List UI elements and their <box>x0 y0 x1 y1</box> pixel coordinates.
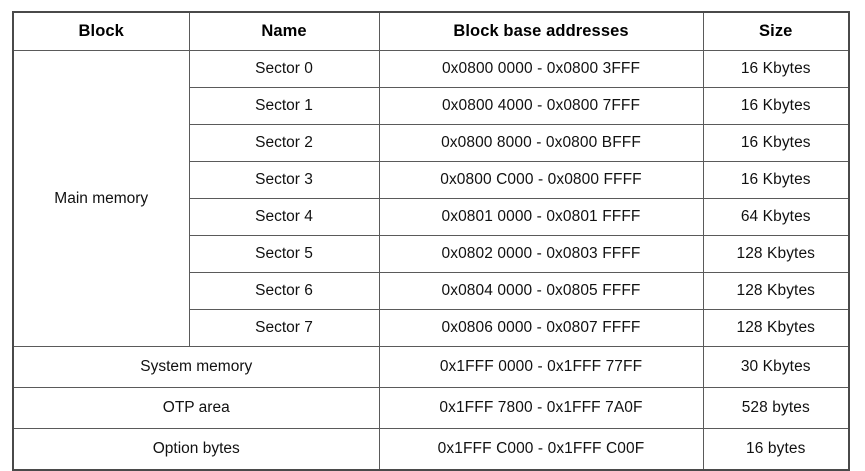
table-row: Main memory Sector 0 0x0800 0000 - 0x080… <box>12 50 850 347</box>
sector-address-range: 0x0806 0000 - 0x0807 FFFF <box>378 309 704 347</box>
table-row: Sector 1 0x0800 4000 - 0x0800 7FFF 16 Kb… <box>13 87 850 125</box>
table-header: Block Name Block base addresses Size <box>12 11 850 51</box>
sector-size: 16 Kbytes <box>702 124 850 162</box>
section-size: 16 bytes <box>702 428 850 471</box>
sector-name: Sector 1 <box>188 87 380 125</box>
sector-size: 128 Kbytes <box>702 272 850 310</box>
table-body: Main memory Sector 0 0x0800 0000 - 0x080… <box>12 50 850 471</box>
section-name-system-memory: System memory <box>12 346 380 388</box>
section-address-range: 0x1FFF 7800 - 0x1FFF 7A0F <box>378 387 704 429</box>
sector-address-range: 0x0804 0000 - 0x0805 FFFF <box>378 272 704 310</box>
sector-address-range: 0x0800 4000 - 0x0800 7FFF <box>378 87 704 125</box>
column-header-block-base-addresses: Block base addresses <box>378 11 704 51</box>
sector-size: 128 Kbytes <box>702 235 850 273</box>
table-row: OTP area 0x1FFF 7800 - 0x1FFF 7A0F 528 b… <box>12 387 850 429</box>
sector-address-range: 0x0801 0000 - 0x0801 FFFF <box>378 198 704 236</box>
column-header-size: Size <box>702 11 850 51</box>
section-address-range: 0x1FFF 0000 - 0x1FFF 77FF <box>378 346 704 388</box>
sector-name: Sector 5 <box>188 235 380 273</box>
sector-address-range: 0x0800 0000 - 0x0800 3FFF <box>378 50 704 88</box>
section-size: 528 bytes <box>702 387 850 429</box>
sector-size: 16 Kbytes <box>702 50 850 88</box>
column-header-name: Name <box>188 11 380 51</box>
section-name-option-bytes: Option bytes <box>12 428 380 471</box>
sector-name: Sector 4 <box>188 198 380 236</box>
table-header-row: Block Name Block base addresses Size <box>12 11 850 51</box>
sector-size: 16 Kbytes <box>702 87 850 125</box>
table-row: Sector 5 0x0802 0000 - 0x0803 FFFF 128 K… <box>13 235 850 273</box>
table-row: Sector 4 0x0801 0000 - 0x0801 FFFF 64 Kb… <box>13 198 850 236</box>
memory-map-table-container: Block Name Block base addresses Size Mai… <box>12 11 850 471</box>
sector-name: Sector 7 <box>188 309 380 347</box>
sector-name: Sector 2 <box>188 124 380 162</box>
table-row: Option bytes 0x1FFF C000 - 0x1FFF C00F 1… <box>12 428 850 471</box>
column-header-block: Block <box>12 11 190 51</box>
section-size: 30 Kbytes <box>702 346 850 388</box>
section-name-otp-area: OTP area <box>12 387 380 429</box>
table-row: Sector 3 0x0800 C000 - 0x0800 FFFF 16 Kb… <box>13 161 850 199</box>
sector-name: Sector 6 <box>188 272 380 310</box>
table-row: System memory 0x1FFF 0000 - 0x1FFF 77FF … <box>12 346 850 388</box>
sector-size: 128 Kbytes <box>702 309 850 347</box>
block-group-main-memory: Main memory <box>12 50 190 347</box>
sector-address-range: 0x0800 C000 - 0x0800 FFFF <box>378 161 704 199</box>
table-row: Sector 7 0x0806 0000 - 0x0807 FFFF 128 K… <box>13 309 850 347</box>
table-row: Sector 2 0x0800 8000 - 0x0800 BFFF 16 Kb… <box>13 124 850 162</box>
section-address-range: 0x1FFF C000 - 0x1FFF C00F <box>378 428 704 471</box>
sector-address-range: 0x0802 0000 - 0x0803 FFFF <box>378 235 704 273</box>
flash-memory-organization-table: Block Name Block base addresses Size Mai… <box>12 11 850 471</box>
sector-name: Sector 3 <box>188 161 380 199</box>
sector-size: 64 Kbytes <box>702 198 850 236</box>
sector-name: Sector 0 <box>188 50 380 88</box>
sector-address-range: 0x0800 8000 - 0x0800 BFFF <box>378 124 704 162</box>
sector-size: 16 Kbytes <box>702 161 850 199</box>
